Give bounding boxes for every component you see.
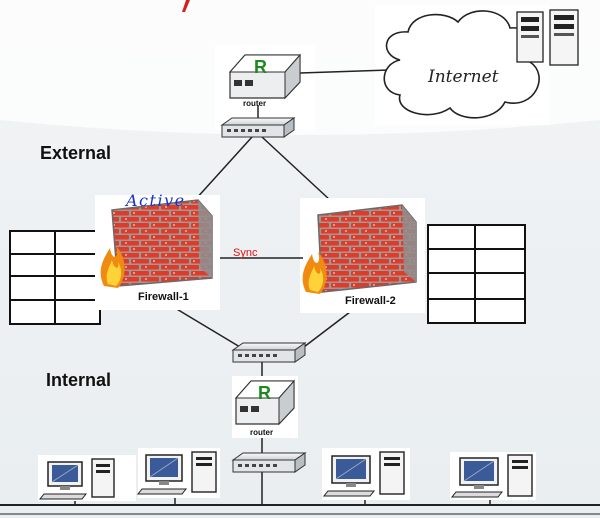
link-router-internet: [299, 69, 391, 74]
sync-label: Sync: [233, 247, 258, 259]
server-icon: [516, 9, 579, 66]
firewall1-rule-table: [9, 230, 101, 325]
switch-bottom: [231, 452, 307, 473]
fire-icon: [100, 246, 125, 288]
firewall1-label: Firewall-1: [138, 291, 189, 303]
firewall2-rule-table: [427, 224, 526, 324]
firewall-1: Active Firewall-1: [95, 191, 220, 310]
active-status-label: Active: [124, 191, 186, 210]
router-top-label: router: [243, 99, 266, 108]
connections: [0, 69, 600, 515]
router-bottom-label: router: [250, 428, 273, 437]
fire-icon: [302, 252, 327, 294]
internal-zone-label: Internal: [46, 370, 111, 390]
link-switch-firewall1: [194, 136, 253, 201]
internet-label: Internet: [427, 67, 499, 87]
workstation-1: [38, 455, 136, 501]
external-zone-label: External: [40, 143, 111, 163]
switch-middle: [231, 342, 307, 363]
pen-mark: [182, 0, 190, 12]
router-glyph-icon: R: [258, 383, 271, 403]
workstation-3: [322, 448, 410, 500]
firewall2-label: Firewall-2: [345, 295, 396, 307]
router-top: R router: [228, 53, 302, 108]
workstation-2: [136, 448, 220, 498]
router-bottom: R router: [232, 376, 298, 438]
internet-cloud: Internet: [383, 10, 540, 119]
link-firewall2-switch: [299, 311, 351, 351]
link-switch-firewall2: [261, 136, 331, 201]
workstation-4: [450, 452, 536, 500]
router-glyph-icon: R: [254, 57, 267, 77]
switch-top: [220, 117, 296, 138]
firewall-2: Firewall-2: [300, 198, 425, 313]
